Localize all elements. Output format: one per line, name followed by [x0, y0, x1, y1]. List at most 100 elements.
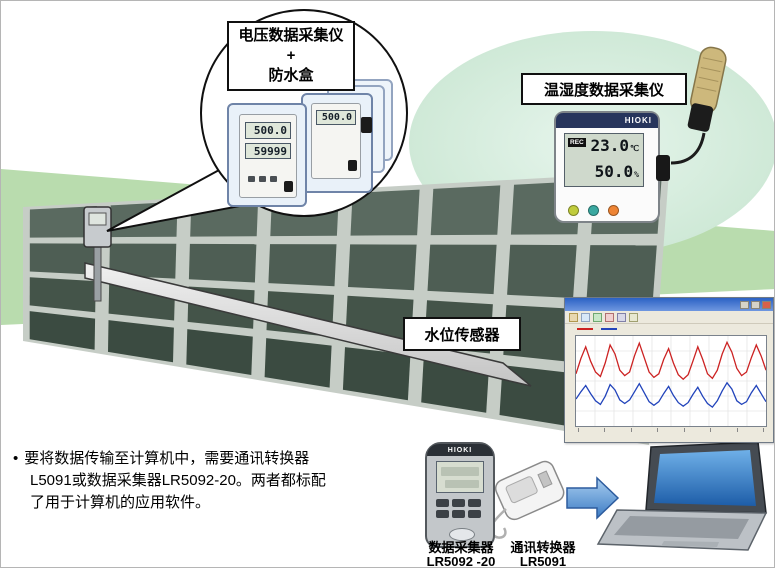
temperature-readout: 23.0℃ [590, 136, 639, 155]
ground-tile [29, 311, 96, 350]
note-line-1: • 要将数据传输至计算机中，需要通讯转换器 [13, 448, 423, 470]
ground-tile [108, 320, 174, 363]
rec-badge: REC [568, 138, 586, 147]
minimize-icon [740, 300, 749, 309]
collector-button-icon [468, 499, 481, 507]
note-line2-text: L5091或数据采集器LR5092-20。两者都标配 [30, 472, 326, 489]
chart-plot-svg [576, 336, 766, 426]
logger-button-teal-icon [588, 205, 599, 216]
collector-buttons [436, 499, 486, 518]
waterproof-box-illustration: 500.0 500.0 59999 [227, 79, 397, 217]
toolbar-icon [569, 312, 578, 322]
data-collector-device: HIOKI [425, 442, 495, 548]
humidity-logger-label: 温湿度数据采集仪 [521, 73, 687, 105]
note-line1-text: 要将数据传输至计算机中，需要通讯转换器 [24, 450, 310, 467]
logger-button-orange-icon [608, 205, 619, 216]
collector-brand-strip: HIOKI [427, 444, 493, 456]
laptop-screen [654, 450, 756, 506]
converter-name-text: 通讯转换器 [510, 540, 576, 555]
laptop-keyboard [614, 516, 749, 539]
hioki-logo-collector: HIOKI [447, 446, 473, 454]
pc-software-window [564, 297, 774, 443]
voltage-front-lcd-bottom: 59999 [245, 143, 291, 159]
toolbar-icon [617, 312, 626, 322]
transfer-arrow [566, 476, 620, 520]
humidity-label-text: 温湿度数据采集仪 [543, 81, 664, 99]
collector-label: 数据采集器 LR5092 -20 [413, 541, 509, 568]
sensor-pole [93, 242, 102, 302]
logger-button-green-icon [568, 205, 579, 216]
legend-red-dash-icon [577, 328, 593, 330]
water-level-sensor-label: 水位传感器 [403, 317, 521, 351]
voltage-front-lcd-top: 500.0 [245, 122, 291, 139]
axis-tick [710, 428, 712, 432]
maximize-icon [751, 300, 760, 309]
collector-main-button [449, 528, 475, 541]
probe-mesh-line [702, 57, 723, 63]
toolbar-icon [581, 312, 590, 322]
voltage-right-knob [348, 160, 357, 171]
legend-blue-dash-icon [601, 328, 617, 330]
laptop-touchpad [661, 541, 719, 547]
toolbar-icon [605, 312, 614, 322]
collector-button-icon [436, 499, 449, 507]
voltage-label-plus: + [286, 46, 296, 64]
collector-model-text: LR5092 -20 [426, 554, 496, 568]
communication-converter-device [494, 460, 565, 521]
window-titlebar [565, 298, 773, 311]
chart-x-axis [575, 427, 767, 438]
chart-plot-area [575, 335, 767, 427]
sensor-connector [656, 155, 670, 181]
ground-tile [507, 244, 577, 298]
voltage-right-lcd-value: 500.0 [321, 112, 352, 123]
rec-text: REC [570, 139, 584, 146]
probe-mesh-line [696, 86, 717, 92]
humidity-logger-buttons [568, 205, 619, 216]
note-line-3: 了用于计算机的应用软件。 [13, 492, 423, 514]
axis-tick [604, 428, 606, 432]
ground-tile [188, 243, 257, 283]
waterproof-box-front: 500.0 59999 [227, 103, 307, 207]
collector-button-icon [468, 510, 481, 518]
ground-tile [342, 347, 411, 401]
ground-tile [268, 244, 337, 287]
humidity-logger-device: HIOKI REC 23.0℃ 50.0% [554, 111, 670, 223]
voltage-front-buttons [248, 169, 281, 187]
voltage-label-line1: 电压数据采集仪 [238, 26, 344, 44]
converter-label: 通讯转换器 LR5091 [505, 541, 581, 568]
voltage-front-lcd-top-value: 500.0 [253, 124, 287, 137]
humidity-unit: % [634, 170, 639, 179]
lcd-ghost-segment [445, 480, 479, 488]
collector-button-icon [452, 510, 465, 518]
toolbar-icon [593, 312, 602, 322]
chart-series-blue [576, 381, 766, 408]
note-line-2: L5091或数据采集器LR5092-20。两者都标配 [13, 470, 423, 492]
voltage-front-knob [284, 181, 293, 192]
converter-model-text: LR5091 [519, 554, 567, 568]
humidity-value: 50.0 [594, 162, 634, 181]
ground-tile [29, 243, 97, 275]
probe-connector [687, 103, 714, 132]
collector-lcd [436, 461, 484, 493]
axis-tick [736, 428, 738, 432]
toolbar-icon [629, 312, 638, 322]
temperature-unit: ℃ [630, 144, 639, 153]
axis-tick [683, 428, 685, 432]
window-toolbar [565, 311, 773, 324]
voltage-label-line3: 防水盒 [268, 67, 314, 85]
pole-logger-screen [88, 212, 107, 226]
logger-button-icon [270, 176, 277, 182]
humidity-logger-lcd: REC 23.0℃ 50.0% [564, 133, 644, 187]
voltage-logger-right: 500.0 [311, 103, 361, 179]
collector-button-icon [452, 499, 465, 507]
ground-tile [586, 245, 657, 302]
waterproof-box-right: 500.0 [301, 93, 373, 193]
sensor-plug-icon [361, 117, 372, 133]
probe-mesh-line [700, 67, 721, 73]
voltage-front-lcd-bottom-value: 59999 [253, 144, 287, 158]
bullet-icon: • [13, 450, 19, 467]
ground-tile [29, 206, 97, 238]
logger-button-icon [248, 176, 255, 182]
water-sensor-label-text: 水位传感器 [424, 326, 500, 344]
axis-tick [630, 428, 632, 432]
